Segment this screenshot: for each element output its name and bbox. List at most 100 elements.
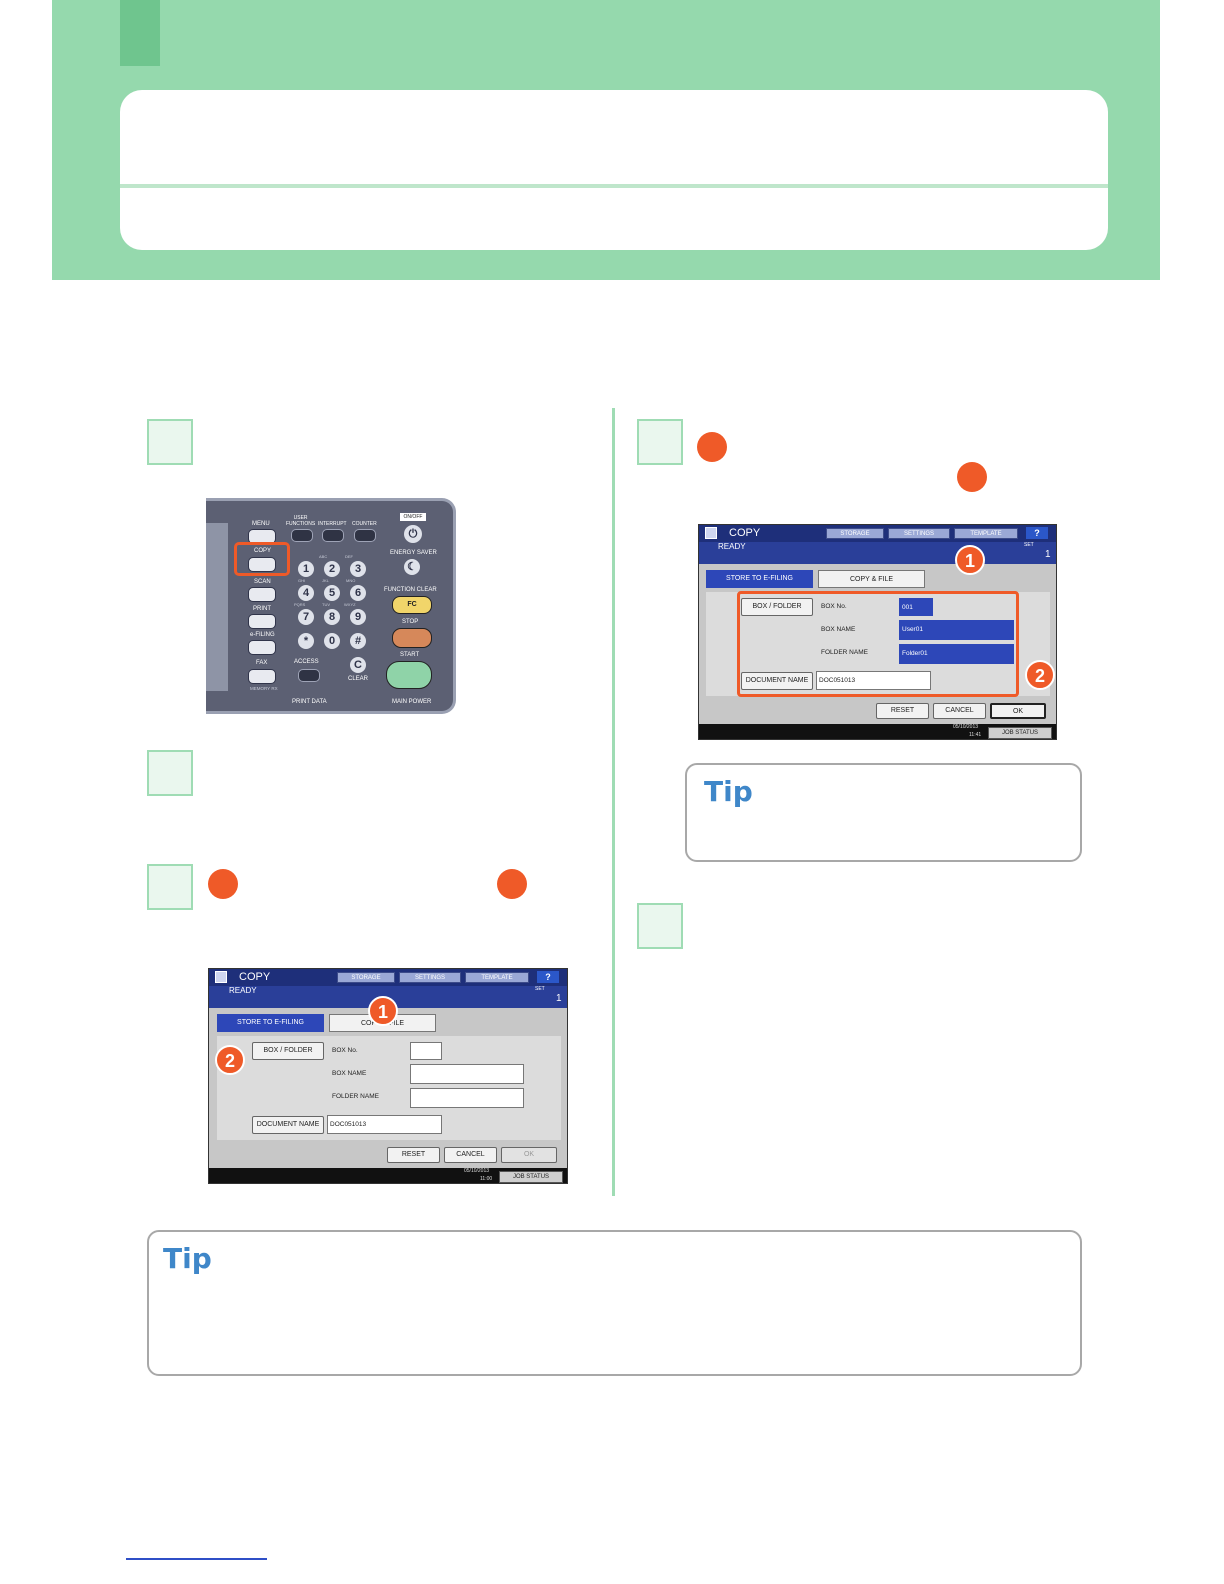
step-box-4 bbox=[637, 419, 683, 465]
folder-name-label: FOLDER NAME bbox=[332, 1093, 379, 1100]
step-bullet-dot bbox=[697, 432, 727, 462]
efiling-button[interactable] bbox=[248, 640, 276, 655]
tip-box-large: Tip bbox=[147, 1230, 1082, 1376]
start-button[interactable] bbox=[386, 661, 432, 689]
highlight-box bbox=[737, 591, 1019, 697]
callout-marker-1: 1 bbox=[955, 545, 985, 575]
box-name-label: BOX NAME bbox=[332, 1070, 367, 1077]
box-no-label: BOX No. bbox=[332, 1047, 358, 1054]
key-6[interactable]: 6 bbox=[350, 585, 366, 601]
reset-button[interactable]: RESET bbox=[387, 1147, 440, 1163]
key-letters: ABC bbox=[319, 554, 328, 559]
box-no-label: BOX No. bbox=[821, 603, 847, 610]
interrupt-label: INTERRUPT bbox=[318, 521, 347, 527]
box-name-field[interactable]: User01 bbox=[899, 620, 1014, 640]
key-1[interactable]: 1 bbox=[298, 561, 314, 577]
document-name-field[interactable]: DOC051013 bbox=[816, 671, 931, 690]
tab-store-to-efiling[interactable]: STORE TO E-FILING bbox=[217, 1014, 324, 1032]
counter-button[interactable] bbox=[354, 529, 376, 542]
storage-button[interactable]: STORAGE bbox=[826, 528, 884, 539]
power-icon[interactable]: ⏻ bbox=[404, 525, 422, 543]
print-data-label: PRINT DATA bbox=[292, 699, 327, 705]
template-button[interactable]: TEMPLATE bbox=[465, 972, 529, 983]
key-letters: GHI bbox=[298, 578, 306, 583]
tab-copy-and-file[interactable]: COPY & FILE bbox=[818, 570, 925, 588]
storage-button[interactable]: STORAGE bbox=[337, 972, 395, 983]
job-status-button[interactable]: JOB STATUS bbox=[988, 727, 1052, 739]
step-bullet-dot bbox=[208, 869, 238, 899]
print-label: PRINT bbox=[253, 606, 271, 612]
key-letters: DEF bbox=[345, 554, 353, 559]
key-9[interactable]: 9 bbox=[350, 609, 366, 625]
key-2[interactable]: 2 bbox=[324, 561, 340, 577]
print-button[interactable] bbox=[248, 614, 276, 629]
clear-key[interactable]: C bbox=[350, 657, 366, 673]
key-hash[interactable]: # bbox=[350, 633, 366, 649]
settings-button[interactable]: SETTINGS bbox=[399, 972, 461, 983]
box-name-field[interactable] bbox=[410, 1064, 524, 1084]
copy-app-icon bbox=[215, 971, 227, 983]
reset-button[interactable]: RESET bbox=[876, 703, 929, 719]
key-letters: WXYZ bbox=[344, 602, 356, 607]
key-0[interactable]: 0 bbox=[324, 633, 340, 649]
copy-app-icon bbox=[705, 527, 717, 539]
access-button[interactable] bbox=[298, 669, 320, 682]
ok-button[interactable]: OK bbox=[990, 703, 1046, 719]
callout-marker-2: 2 bbox=[1025, 660, 1055, 690]
cancel-button[interactable]: CANCEL bbox=[933, 703, 986, 719]
tip-box-small: Tip bbox=[685, 763, 1082, 862]
key-letters: TUV bbox=[322, 602, 330, 607]
menu-label: MENU bbox=[252, 521, 270, 527]
template-button[interactable]: TEMPLATE bbox=[954, 528, 1018, 539]
stop-button[interactable] bbox=[392, 628, 432, 648]
key-8[interactable]: 8 bbox=[324, 609, 340, 625]
key-4[interactable]: 4 bbox=[298, 585, 314, 601]
copy-label: COPY bbox=[254, 548, 272, 554]
on-off-label: ON/OFF bbox=[400, 513, 426, 521]
ready-status: READY bbox=[229, 986, 257, 995]
access-label: ACCESS bbox=[294, 659, 319, 665]
help-button[interactable]: ? bbox=[537, 971, 559, 983]
set-value: 1 bbox=[556, 993, 562, 1004]
folder-name-field[interactable] bbox=[410, 1088, 524, 1108]
header-title-panel bbox=[120, 90, 1108, 250]
ok-button[interactable]: OK bbox=[501, 1147, 557, 1163]
box-name-label: BOX NAME bbox=[821, 626, 856, 633]
user-functions-label: USER FUNCTIONS bbox=[286, 515, 316, 527]
header-tab bbox=[120, 0, 160, 66]
scan-button[interactable] bbox=[248, 587, 276, 602]
key-star[interactable]: * bbox=[298, 633, 314, 649]
box-no-field[interactable] bbox=[410, 1042, 442, 1060]
help-button[interactable]: ? bbox=[1026, 527, 1048, 539]
document-name-button[interactable]: DOCUMENT NAME bbox=[252, 1116, 324, 1134]
function-clear-label: FUNCTION CLEAR bbox=[384, 587, 437, 593]
set-value: 1 bbox=[1045, 549, 1051, 560]
settings-button[interactable]: SETTINGS bbox=[888, 528, 950, 539]
folder-name-field[interactable]: Folder01 bbox=[899, 644, 1014, 664]
cancel-button[interactable]: CANCEL bbox=[444, 1147, 497, 1163]
box-folder-button[interactable]: BOX / FOLDER bbox=[741, 598, 813, 616]
document-name-field[interactable]: DOC051013 bbox=[327, 1115, 442, 1134]
tip-heading: Tip bbox=[704, 775, 753, 808]
box-folder-button[interactable]: BOX / FOLDER bbox=[252, 1042, 324, 1060]
key-letters: MNO bbox=[346, 578, 356, 583]
function-clear-button[interactable]: FC bbox=[392, 596, 432, 614]
callout-marker-1: 1 bbox=[368, 996, 398, 1026]
step-box-3 bbox=[147, 864, 193, 910]
fax-button[interactable] bbox=[248, 669, 276, 684]
interrupt-button[interactable] bbox=[322, 529, 344, 542]
screen-status-bar bbox=[699, 542, 1056, 564]
screen-date: 05/10/2013 bbox=[464, 1168, 490, 1174]
start-label: START bbox=[400, 652, 420, 658]
key-5[interactable]: 5 bbox=[324, 585, 340, 601]
document-name-button[interactable]: DOCUMENT NAME bbox=[741, 672, 813, 690]
tab-store-to-efiling[interactable]: STORE TO E-FILING bbox=[706, 570, 813, 588]
key-7[interactable]: 7 bbox=[298, 609, 314, 625]
copy-button[interactable] bbox=[248, 557, 276, 572]
copy-highlight bbox=[234, 542, 290, 576]
job-status-button[interactable]: JOB STATUS bbox=[499, 1171, 563, 1183]
box-no-field[interactable]: 001 bbox=[899, 598, 933, 616]
user-functions-button[interactable] bbox=[291, 529, 313, 542]
energy-saver-icon[interactable]: ☾ bbox=[404, 559, 420, 575]
key-3[interactable]: 3 bbox=[350, 561, 366, 577]
